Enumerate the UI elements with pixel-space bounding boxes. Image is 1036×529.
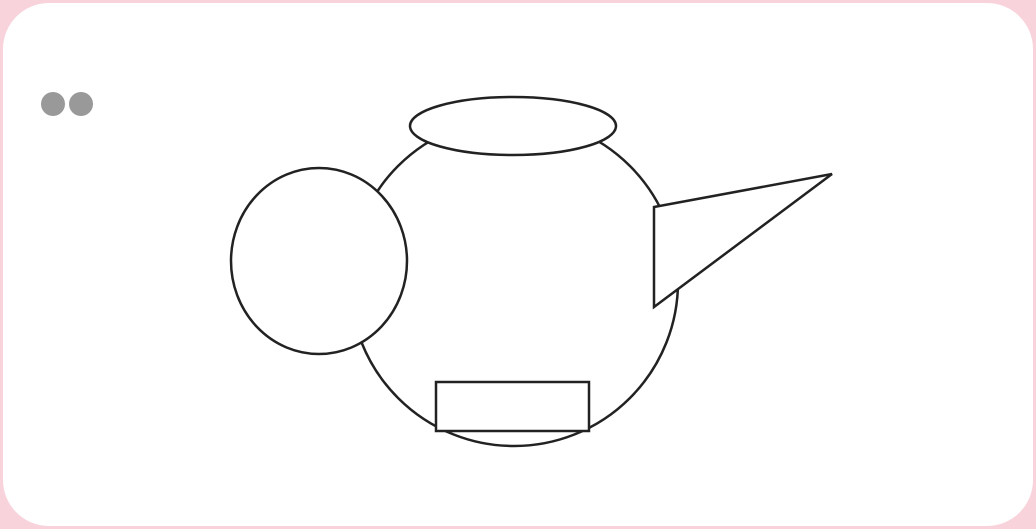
- spout-triangle: [652, 172, 833, 310]
- indicator-dot: [69, 92, 93, 116]
- page-indicator: [41, 92, 93, 116]
- base-rectangle: [434, 380, 591, 433]
- handle-ellipse: [229, 166, 409, 356]
- lid-ellipse: [408, 95, 618, 157]
- indicator-dot: [41, 92, 65, 116]
